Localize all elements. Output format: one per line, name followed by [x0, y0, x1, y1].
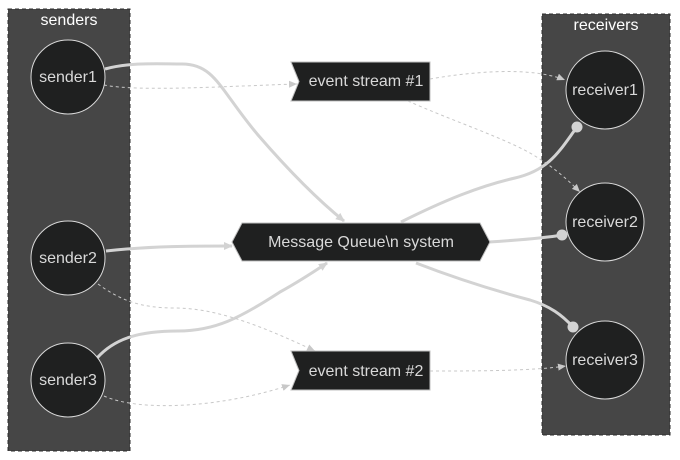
edge-stream1-receiver2 — [407, 100, 581, 193]
node-sender3[interactable]: sender3 — [30, 342, 106, 418]
endpoint-receiver3 — [567, 321, 579, 333]
event-stream-2-label: event stream #2 — [309, 363, 424, 380]
node-sender1[interactable]: sender1 — [30, 39, 106, 115]
receiver1-label: receiver1 — [572, 82, 638, 99]
edge-sender3-queue — [95, 261, 328, 360]
message-queue-label: Message Queue\n system — [268, 234, 454, 251]
edge-sender2-stream2 — [97, 283, 316, 352]
sender2-label: sender2 — [39, 250, 97, 267]
edge-sender1-stream1 — [103, 80, 298, 89]
edge-queue-receiver1 — [400, 126, 579, 224]
queue-edge-endpoints — [556, 121, 583, 333]
node-receiver1[interactable]: receiver1 — [565, 50, 645, 130]
node-event-stream-1[interactable]: event stream #1 — [290, 61, 431, 102]
receiver3-label: receiver3 — [572, 352, 638, 369]
edge-stream1-receiver1 — [429, 71, 566, 81]
edge-sender3-stream2 — [103, 384, 291, 407]
edge-sender2-queue — [105, 242, 233, 253]
node-sender2[interactable]: sender2 — [30, 220, 106, 296]
node-event-stream-2[interactable]: event stream #2 — [290, 350, 431, 391]
edge-queue-receiver3 — [415, 261, 575, 329]
edge-stream2-receiver3 — [429, 363, 567, 372]
receivers-cluster-label: receivers — [574, 17, 639, 34]
sender1-label: sender1 — [39, 69, 97, 86]
queue-edges — [95, 62, 579, 360]
endpoint-receiver1 — [571, 121, 583, 133]
senders-cluster-label: senders — [41, 12, 98, 29]
event-stream-1-label: event stream #1 — [309, 73, 424, 90]
stream-edges — [97, 71, 581, 407]
edge-sender1-queue — [104, 62, 345, 223]
node-receiver3[interactable]: receiver3 — [565, 320, 645, 400]
receiver2-label: receiver2 — [572, 214, 638, 231]
node-receiver2[interactable]: receiver2 — [565, 182, 645, 262]
sender3-label: sender3 — [39, 372, 97, 389]
endpoint-receiver2 — [556, 229, 568, 241]
node-message-queue[interactable]: Message Queue\n system — [231, 222, 491, 262]
